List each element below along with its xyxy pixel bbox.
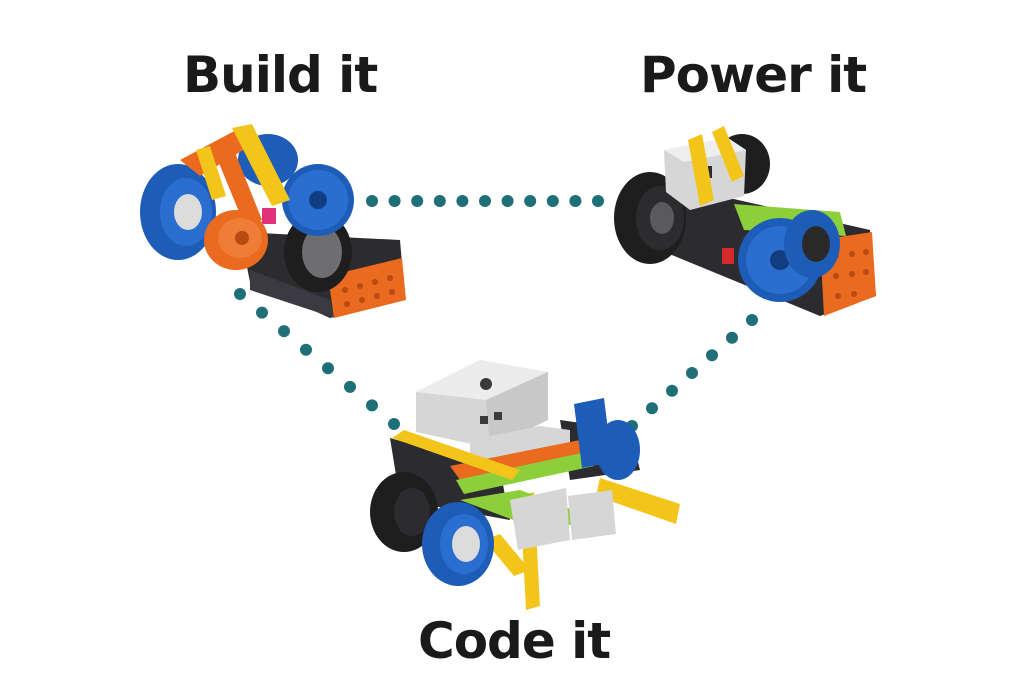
connector-dot [686,367,698,379]
code-robot-icon [370,360,680,610]
connector-build-to-code [234,288,400,430]
connector-dot [746,314,758,326]
connector-dot [666,384,678,397]
connector-dot [706,349,718,362]
connector-dot [278,325,290,338]
connector-dot [366,399,378,412]
connector-build-to-power [366,195,604,207]
connector-dot [646,402,658,415]
connector-lines [234,195,758,432]
connector-dot [388,418,400,430]
connector-dot [546,195,559,207]
connector-dot [234,288,246,300]
connector-dot [433,195,446,207]
power-robot-icon [614,126,876,316]
power-it-label: Power it [640,46,867,104]
connector-dot [322,362,334,375]
connector-dot [411,195,424,207]
connector-dot [501,195,514,207]
connector-dot [344,380,356,393]
connector-dot [256,306,268,319]
connector-dot [366,195,378,207]
connector-dot [300,343,312,356]
connector-dot [569,195,582,207]
build-it-label: Build it [183,46,378,104]
connector-dot [479,195,491,207]
connector-dot [592,195,604,207]
connector-dot [524,195,537,207]
connector-dot [726,331,738,344]
build-robot-icon [140,124,406,318]
connector-dot [388,195,401,207]
connector-dot [456,195,469,207]
connector-power-to-code [626,314,758,432]
code-it-label: Code it [418,612,611,670]
